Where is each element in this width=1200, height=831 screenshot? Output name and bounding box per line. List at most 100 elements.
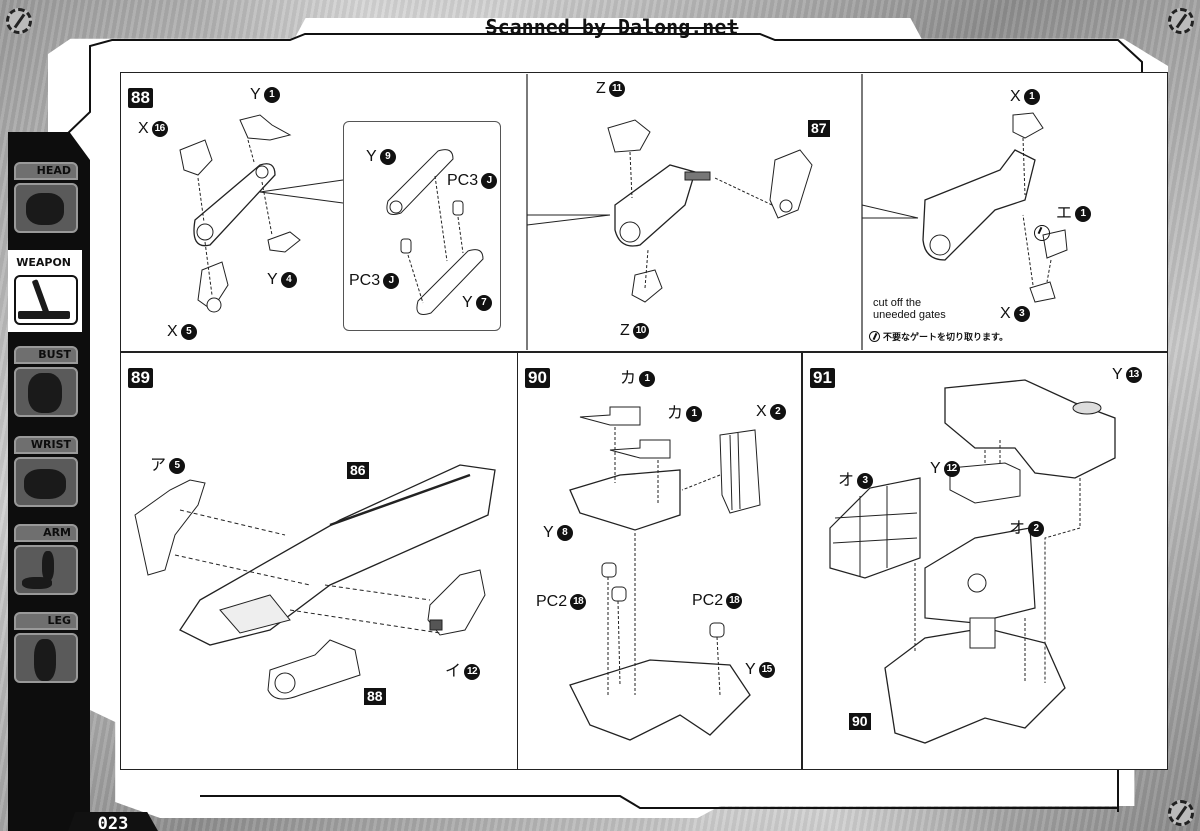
gate-cut-note-japanese: 不要なゲートを切り取ります。: [869, 330, 1008, 343]
weapon-thumbnail-icon: [14, 275, 78, 325]
part-callout-e1: エ 1: [1056, 205, 1092, 223]
part-number: 11: [608, 81, 625, 97]
sidebar-item-label: WEAPON: [14, 254, 78, 272]
corner-gear-icon-top-left: [6, 8, 32, 34]
part-letter: Y: [930, 460, 941, 477]
part-callout-x2: X 2: [756, 403, 786, 421]
part-letter: X: [1010, 88, 1021, 105]
part-callout-y7: Y 7: [462, 294, 492, 312]
part-letter: Y: [366, 148, 377, 165]
part-letter: Y: [267, 271, 278, 288]
part-callout-x1: X 1: [1010, 88, 1040, 106]
part-callout-y13: Y 13: [1112, 366, 1142, 384]
weapon-barrel-assembly-drawing: [134, 464, 496, 700]
knife-icon: [869, 331, 880, 342]
section-sidebar: HEAD WEAPON BUST WRIST ARM LEG: [8, 132, 90, 831]
part-callout-a5: ア 5: [150, 457, 186, 475]
part-number: 3: [1013, 306, 1030, 322]
arm-link-assembly-drawing: [179, 114, 301, 313]
part-number: 8: [556, 525, 573, 541]
part-callout-ka1-top: カ 1: [620, 370, 656, 388]
shoulder-joint-assembly-drawing: [922, 112, 1068, 303]
step-reference-90: 90: [849, 713, 871, 730]
part-number: 3: [857, 473, 874, 489]
part-number: 1: [263, 87, 280, 103]
leg-thumbnail-icon: [14, 633, 78, 683]
part-letter: Z: [596, 80, 606, 97]
part-callout-o3: オ 3: [838, 472, 874, 490]
part-letter: ア: [150, 457, 167, 474]
part-callout-pc2-18-left: PC2 18: [536, 593, 587, 611]
head-thumbnail-icon: [14, 183, 78, 233]
part-letter: オ: [838, 472, 855, 489]
part-callout-z11: Z 11: [596, 80, 625, 98]
part-letter: PC3: [349, 272, 381, 289]
part-letter: X: [167, 323, 178, 340]
sidebar-item-bust[interactable]: BUST: [14, 346, 78, 417]
step-number-badge: 88: [128, 88, 153, 108]
sidebar-item-label: BUST: [14, 346, 78, 364]
step-reference-87: 87: [808, 120, 830, 137]
part-callout-y1: Y 1: [250, 86, 280, 104]
part-callout-pc3j-top: PC3 J: [447, 172, 498, 190]
sidebar-item-label: ARM: [14, 524, 78, 542]
sidebar-item-weapon[interactable]: WEAPON: [14, 254, 78, 325]
part-callout-pc3j-bottom: PC3 J: [349, 272, 400, 290]
part-callout-x16: X 16: [138, 120, 168, 138]
part-letter: Y: [250, 86, 261, 103]
weapon-housing-assembly-drawing: [829, 379, 1116, 744]
part-letter: Y: [543, 524, 554, 541]
part-letter: PC3: [447, 172, 479, 189]
note-text: 不要なゲートを切り取ります。: [883, 332, 1009, 342]
part-number: 5: [169, 458, 186, 474]
part-callout-pc2-18-right: PC2 18: [692, 592, 743, 610]
detail-inset: [343, 121, 501, 331]
part-letter: エ: [1056, 205, 1073, 222]
part-number: 2: [1028, 521, 1045, 537]
part-number: 1: [1023, 89, 1040, 105]
part-letter: オ: [1009, 520, 1026, 537]
step-number-badge: 91: [810, 368, 835, 388]
sidebar-item-head[interactable]: HEAD: [14, 162, 78, 233]
part-letter: X: [1000, 305, 1011, 322]
sidebar-item-label: WRIST: [14, 436, 78, 454]
part-number: 5: [180, 324, 197, 340]
wrist-thumbnail-icon: [14, 457, 78, 507]
part-letter: PC2: [536, 593, 568, 610]
sidebar-item-wrist[interactable]: WRIST: [14, 436, 78, 507]
part-callout-y8: Y 8: [543, 524, 573, 542]
step-number-badge: 90: [525, 368, 550, 388]
part-number: 18: [726, 593, 743, 609]
sidebar-item-label: LEG: [14, 612, 78, 630]
part-letter: Y: [462, 294, 473, 311]
part-callout-z10: Z 10: [620, 322, 649, 340]
part-letter: カ: [620, 370, 637, 387]
part-number: 9: [379, 149, 396, 165]
part-number: 2: [769, 404, 786, 420]
part-number: 7: [475, 295, 492, 311]
part-number: 18: [570, 594, 587, 610]
step-reference-88: 88: [364, 688, 386, 705]
sidebar-item-leg[interactable]: LEG: [14, 612, 78, 683]
part-number: 1: [1075, 206, 1092, 222]
part-letter: カ: [667, 405, 684, 422]
part-letter: イ: [445, 663, 462, 680]
part-callout-y4: Y 4: [267, 271, 297, 289]
part-number: 1: [639, 371, 656, 387]
corner-gear-icon-top-right: [1168, 8, 1194, 34]
sidebar-item-arm[interactable]: ARM: [14, 524, 78, 595]
knife-icon: [1034, 225, 1050, 241]
part-letter: Y: [745, 661, 756, 678]
elbow-joint-assembly-drawing: [607, 119, 813, 303]
part-number: 16: [151, 121, 168, 137]
part-number: 10: [632, 323, 649, 339]
part-callout-y9: Y 9: [366, 148, 396, 166]
part-callout-x5: X 5: [167, 323, 197, 341]
part-callout-o2: オ 2: [1009, 520, 1045, 538]
corner-gear-icon-bottom-right: [1168, 800, 1194, 826]
part-letter: X: [138, 120, 149, 137]
part-callout-i12: イ 12: [445, 663, 481, 681]
part-number: 15: [758, 662, 775, 678]
part-callout-y15: Y 15: [745, 661, 775, 679]
